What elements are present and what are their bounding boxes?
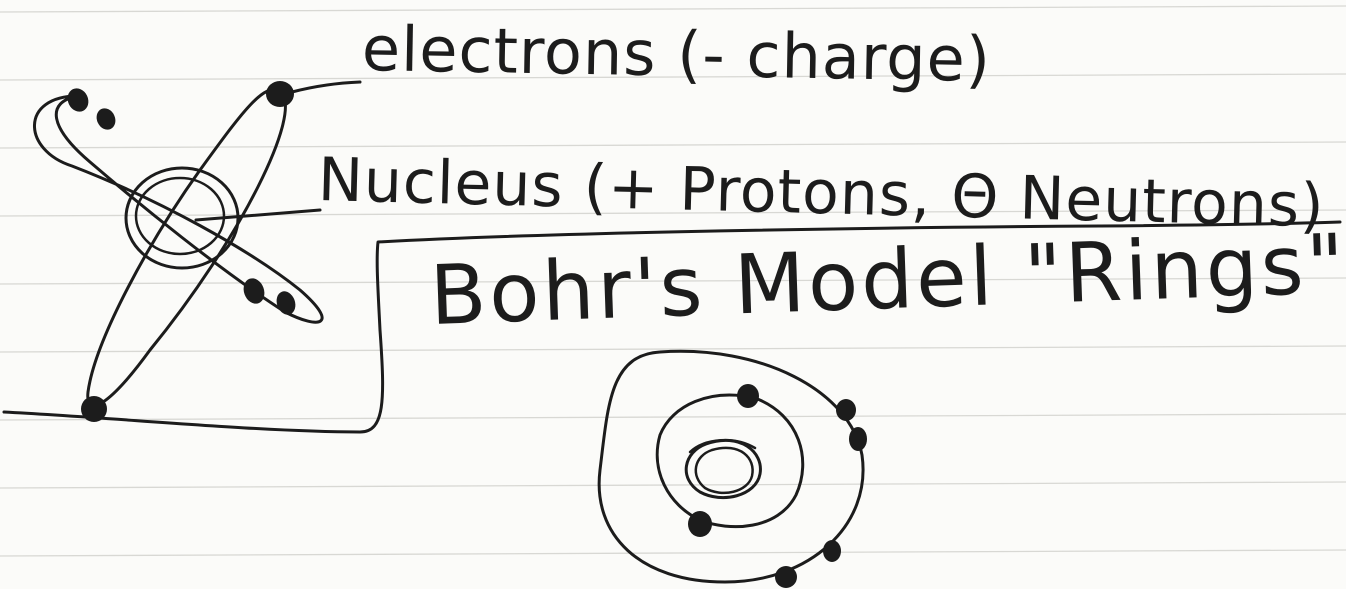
inner-ring-1 [684,438,762,500]
electrons-label: electrons (- charge) [361,12,992,96]
planetary-atom-drawing [33,80,362,408]
electron-dot [775,566,797,588]
electrons-pointer-line [290,80,362,94]
ruled-line [0,345,1346,353]
electron-dot [266,81,294,107]
electron-dot [836,399,856,421]
middle-ring [655,393,805,529]
orbit-diagonal-loop [33,94,324,324]
electron-dot [243,278,265,304]
orbit-cross-loop [86,88,287,408]
ring-swirl-tail [688,438,757,454]
ruled-line [0,73,1346,81]
electron-dot [67,88,89,112]
electron-dot [849,427,867,451]
ruled-line [0,277,1346,285]
electron-dot [823,540,841,562]
bohr-electrons [688,384,867,588]
ruled-line [0,549,1346,557]
electron-dot [81,396,107,422]
nucleus-pointer-line [194,208,322,222]
inner-ring-2 [694,446,754,495]
outer-ring [597,349,865,584]
ruled-line [0,141,1346,149]
electron-dot [737,384,759,408]
bohr-rings-drawing [597,349,865,584]
nucleus-inner-circle [134,176,226,256]
planetary-electrons [67,81,296,422]
ruled-line [0,481,1346,489]
electron-dot [276,291,296,315]
electron-dot [96,108,116,130]
ruled-line [0,5,1346,13]
electron-dot [688,511,712,537]
divider-line-left-enclosure [2,220,1342,434]
